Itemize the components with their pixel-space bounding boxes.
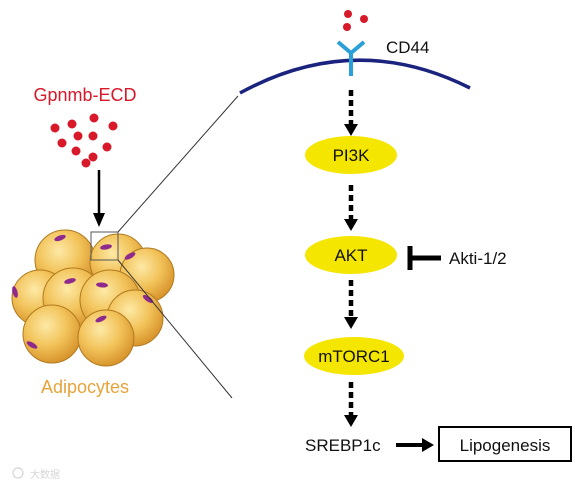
lipogenesis-box (438, 426, 572, 462)
zoom-line-bottom (117, 259, 233, 399)
srebp1c-to-lipogenesis-arrow (396, 438, 434, 452)
node-mtorc1-label: mTORC1 (318, 347, 389, 366)
cd44-receptor (336, 10, 368, 76)
watermark-text: 大数据 (30, 468, 60, 481)
adipocytes-label: Adipocytes (41, 377, 129, 397)
srebp1c-label: SREBP1c (305, 436, 381, 455)
ligand-dots (50, 113, 118, 168)
inhibitor-label: Akti-1/2 (449, 249, 507, 268)
ligand-label: Gpnmb-ECD (33, 85, 136, 105)
adipocyte-cluster (11, 229, 175, 367)
node-pi3k: PI3K (305, 136, 397, 174)
cd44-label: CD44 (386, 38, 429, 57)
lipogenesis-label: Lipogenesis (460, 436, 551, 455)
nuclei (12, 234, 154, 349)
plasma-membrane (239, 58, 471, 95)
inhibition-bar (407, 246, 441, 270)
watermark: 大数据 (12, 467, 60, 481)
zoom-box (90, 231, 119, 261)
node-mtorc1: mTORC1 (304, 337, 404, 375)
ligand-to-cell-arrow (93, 170, 105, 227)
node-akt-label: AKT (334, 246, 367, 265)
arrowheads (344, 124, 358, 427)
node-akt: AKT (305, 236, 397, 274)
node-pi3k-label: PI3K (333, 146, 371, 165)
zoom-line-top (117, 95, 239, 233)
